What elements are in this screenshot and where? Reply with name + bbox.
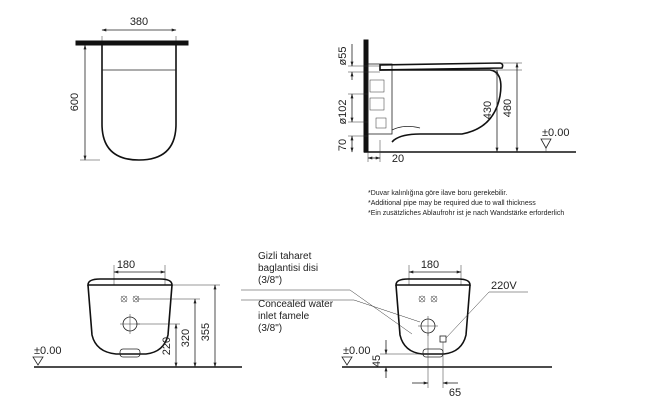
side-view: ø55 ø102 70 20 430 480 ±0.00 [337, 39, 576, 165]
left-floor-level-marker [32, 356, 44, 366]
right-width-label: 180 [421, 259, 439, 271]
top-view-wall [75, 40, 189, 46]
right-bowl-outline [395, 284, 471, 355]
top-view-bowl-outline [101, 45, 177, 161]
bottom-dim-label: 70 [337, 139, 349, 151]
pipe-top-dim-label: ø55 [337, 47, 349, 66]
dim-65-label: 65 [449, 387, 461, 399]
note-english: *Additional pipe may be required due to … [368, 200, 536, 207]
top-depth-label: 600 [69, 93, 81, 111]
height-total-dim-label: 480 [502, 99, 514, 117]
note-turkish: *Duvar kalınlığına göre ilave boru gerek… [368, 190, 507, 197]
notes: *Duvar kalınlığına göre ilave boru gerek… [368, 190, 564, 217]
front-view-left: 180 220 320 355 ±0.00 [32, 259, 242, 368]
front-view-right: 180 220V 45 65 ±0.00 [341, 259, 552, 399]
dim-45-label: 45 [371, 355, 383, 367]
note-german: *Ein zusätzliches Ablaufrohr ist je nach… [368, 210, 564, 217]
dim-355-label: 355 [200, 323, 212, 341]
right-seat [395, 278, 471, 286]
callout-en-line3: (3/8") [258, 323, 282, 334]
power-socket [439, 335, 447, 343]
voltage-label: 220V [491, 280, 517, 292]
side-view-wall [363, 39, 369, 153]
top-view: 380 600 [69, 16, 189, 161]
right-floor-level-label: ±0.00 [343, 345, 370, 357]
callout-tr-line3: (3/8") [258, 275, 282, 286]
mounting-frame [367, 63, 393, 135]
side-seat-lid [379, 62, 504, 71]
side-floor-level-label: ±0.00 [542, 127, 569, 139]
left-seat [87, 278, 173, 286]
offset-dim-label: 20 [392, 153, 404, 165]
left-bowl-outline [87, 284, 173, 355]
top-width-label: 380 [130, 16, 148, 28]
height-mid-dim-label: 430 [482, 101, 494, 119]
dim-220-label: 220 [161, 337, 173, 355]
left-floor-level-label: ±0.00 [34, 345, 61, 357]
side-bowl-outline [380, 69, 502, 143]
left-width-label: 180 [117, 259, 135, 271]
right-floor-level-marker [341, 356, 353, 366]
callout-en-line2: inlet famele [258, 311, 310, 322]
voltage-leader [445, 291, 490, 339]
callout-tr-line2: baglantisi disi [258, 263, 318, 274]
side-floor-level-marker [540, 138, 552, 149]
pipe-mid-dim-label: ø102 [337, 99, 349, 124]
dim-320-label: 320 [180, 329, 192, 347]
callout-en-line1: Concealed water [258, 299, 334, 310]
callouts: Gizli taharet baglantisi disi (3/8") Con… [241, 251, 421, 335]
callout-tr-line1: Gizli taharet [258, 251, 312, 262]
